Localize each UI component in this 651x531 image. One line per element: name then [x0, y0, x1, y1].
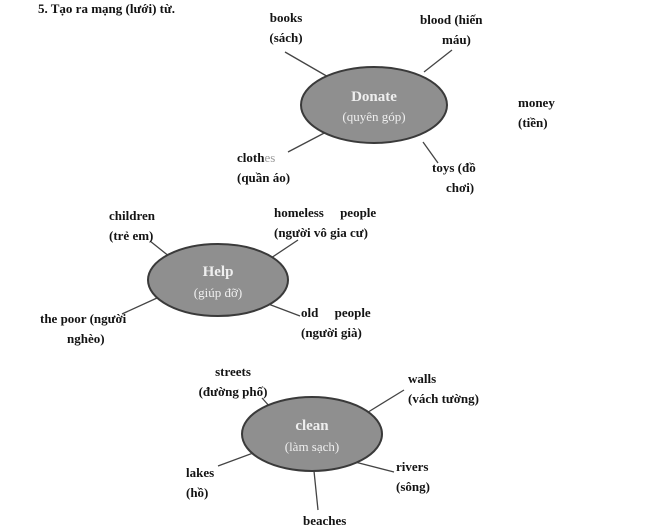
bubble-help-shape	[147, 243, 289, 317]
help-branch-poor: the poor (người nghèo)	[40, 309, 126, 349]
clean-branch-lakes: lakes (hồ)	[186, 463, 214, 503]
branch-word-row: clothes	[237, 148, 290, 168]
branch-word: old people	[301, 305, 371, 320]
branch-word: cloth	[237, 150, 265, 165]
connector-clean-walls	[364, 389, 405, 415]
branch-meaning: (người vô gia cư)	[274, 225, 368, 240]
branch-meaning: (quần áo)	[237, 170, 291, 185]
branch-meaning: nghèo)	[67, 331, 105, 346]
connector-help-poor	[121, 297, 158, 315]
exercise-title: 5. Tạo ra mạng (lưới) từ.	[38, 1, 176, 16]
branch-meaning: (đường phố)	[198, 384, 268, 399]
branch-word: money	[518, 95, 555, 110]
branch-word: the poor (người	[40, 311, 127, 326]
branch-word: toys (đồ	[432, 160, 476, 175]
connector-clean-rivers	[354, 461, 395, 473]
branch-meaning: (sông)	[396, 479, 430, 494]
branch-meaning: (sách)	[269, 30, 303, 45]
connector-clean-lakes	[217, 451, 257, 467]
connector-donate-books	[284, 51, 331, 79]
bubble-clean-word: clean	[295, 418, 329, 434]
branch-word: children	[109, 208, 155, 223]
ghost-text: es	[264, 150, 276, 165]
connector-donate-clothes	[287, 129, 331, 153]
branch-meaning: máu)	[442, 32, 471, 47]
bubble-clean-meaning: (làm sạch)	[285, 439, 340, 454]
branch-meaning: (người già)	[301, 325, 362, 340]
branch-meaning: (hồ)	[186, 485, 209, 500]
branch-word: rivers	[396, 459, 429, 474]
clean-branch-streets: streets (đường phố)	[190, 362, 276, 402]
help-branch-old: old people (người già)	[301, 303, 371, 343]
branch-word: books	[269, 10, 303, 25]
help-branch-children: children (trẻ em)	[109, 206, 155, 246]
branch-word: streets	[215, 364, 251, 379]
bubble-donate-shape	[300, 66, 448, 144]
branch-word: lakes	[186, 465, 215, 480]
bubble-clean-shape	[241, 396, 383, 472]
bubble-clean: clean (làm sạch)	[241, 396, 383, 472]
connector-clean-beaches	[313, 470, 319, 511]
donate-branch-money: money (tiền)	[518, 93, 555, 133]
bubble-donate-meaning: (quyên góp)	[342, 109, 405, 124]
clean-branch-walls: walls (vách tường)	[408, 369, 479, 409]
donate-branch-blood: blood (hiến máu)	[420, 10, 500, 50]
donate-branch-clothes: clothes (quần áo)	[237, 148, 290, 188]
branch-meaning: (tiền)	[518, 115, 548, 130]
connector-donate-toys	[422, 141, 439, 164]
connector-help-children	[149, 240, 171, 258]
branch-meaning: (trẻ em)	[109, 228, 154, 243]
help-branch-homeless: homeless people (người vô gia cư)	[274, 203, 376, 243]
branch-word: blood (hiến	[420, 12, 483, 27]
donate-branch-toys: toys (đồ chơi)	[432, 158, 476, 198]
bubble-donate: Donate (quyên góp)	[300, 66, 448, 144]
bubble-help-meaning: (giúp đỡ)	[194, 285, 242, 300]
donate-branch-books: books (sách)	[262, 8, 310, 48]
branch-word: walls	[408, 371, 437, 386]
connector-donate-blood	[423, 49, 453, 73]
bubble-help: Help (giúp đỡ)	[147, 243, 289, 317]
bubble-help-word: Help	[203, 264, 234, 280]
branch-word: beaches	[303, 513, 347, 528]
branch-meaning: chơi)	[446, 180, 475, 195]
bubble-donate-word: Donate	[351, 89, 397, 105]
clean-branch-beaches: beaches	[303, 511, 346, 531]
branch-meaning: (vách tường)	[408, 391, 479, 406]
branch-word: homeless people	[274, 205, 377, 220]
clean-branch-rivers: rivers (sông)	[396, 457, 430, 497]
